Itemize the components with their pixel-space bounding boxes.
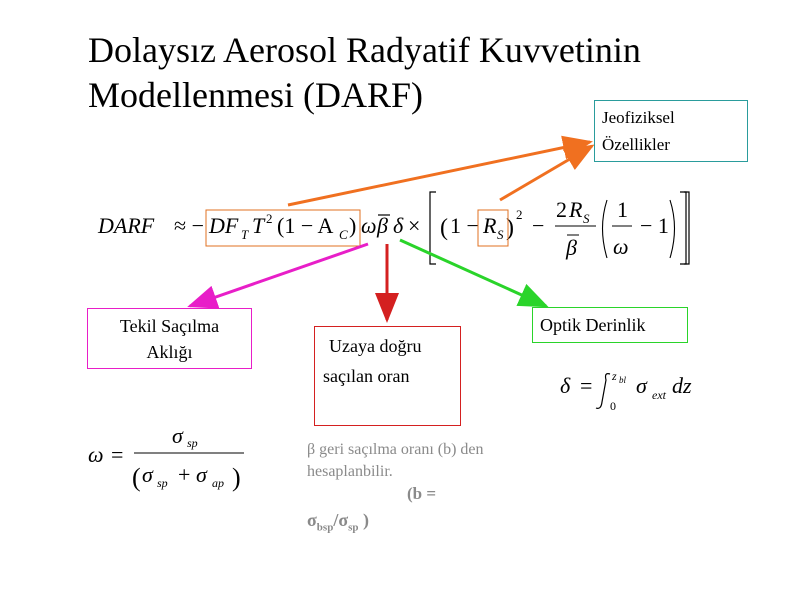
svg-text:−: − — [532, 213, 544, 238]
svg-text:bl: bl — [619, 375, 627, 385]
single-scattering-albedo-box: Tekil Saçılma Aklığı — [87, 308, 252, 369]
geo-line-1: Jeofiziksel — [602, 108, 675, 127]
title-line-1: Dolaysız Aerosol Radyatif Kuvvetinin — [88, 30, 641, 70]
svg-text:2: 2 — [516, 207, 523, 222]
albedo-equation: ω = σ sp ( σ sp + σ ap ) — [88, 423, 244, 492]
svg-text:0: 0 — [610, 399, 616, 413]
optical-depth-box: Optik Derinlik — [532, 307, 688, 343]
svg-text:sp: sp — [187, 436, 198, 450]
svg-text:2: 2 — [266, 211, 273, 226]
svg-text:+: + — [178, 462, 190, 487]
svg-text:σ: σ — [196, 462, 208, 487]
optical-depth-equation: δ = z bl 0 σ ext dz — [560, 369, 692, 413]
note-line-2: (b = — [407, 484, 437, 503]
svg-text:(: ( — [132, 463, 141, 492]
svg-text:S: S — [497, 227, 504, 242]
svg-text:): ) — [349, 213, 356, 238]
svg-text:1: 1 — [617, 197, 628, 222]
svg-text:): ) — [506, 215, 514, 241]
title-line-2: Modellenmesi (DARF) — [88, 75, 423, 115]
svg-text:z: z — [611, 369, 617, 383]
svg-text:(1 − A: (1 − A — [277, 213, 334, 238]
svg-text:2: 2 — [556, 197, 567, 222]
svg-text:σ: σ — [172, 423, 184, 448]
svg-text:dz: dz — [672, 373, 692, 398]
svg-text:ω: ω — [88, 442, 104, 467]
svg-text:(: ( — [440, 215, 448, 241]
svg-text:ext: ext — [652, 388, 667, 402]
term-dft: DF — [208, 213, 239, 238]
svg-text:δ: δ — [560, 373, 571, 398]
uzaya-line-2: saçılan oran — [323, 366, 410, 386]
slide-title: Dolaysız Aerosol Radyatif Kuvvetinin Mod… — [88, 28, 728, 118]
geophysical-terms-box — [205, 209, 361, 247]
svg-text:C: C — [339, 227, 348, 242]
geophysical-properties-box: Jeofiziksel Özellikler — [594, 100, 748, 162]
svg-text:R: R — [568, 197, 583, 222]
svg-text:β: β — [565, 235, 577, 260]
omega-symbol: ω — [361, 213, 377, 238]
tekil-line-1: Tekil Saçılma — [119, 316, 220, 336]
geo-line-2: Özellikler — [602, 135, 670, 154]
arrow-to-geophysical-2 — [499, 144, 595, 202]
beta-note: β geri saçılma oranı (b) den hesaplanbil… — [307, 439, 517, 539]
svg-text:− 1: − 1 — [640, 213, 669, 238]
svg-text:ap: ap — [212, 476, 224, 490]
note-sigma-ratio: σbsp/σsp ) — [307, 510, 370, 534]
uzaya-line-1: Uzaya doğru — [329, 336, 422, 356]
arrow-to-geophysical-1 — [287, 135, 593, 207]
svg-text:σ: σ — [142, 462, 154, 487]
svg-text:T: T — [241, 227, 249, 242]
svg-text:ω: ω — [613, 234, 629, 259]
svg-text:R: R — [482, 213, 497, 238]
darf-equation: DARF ≈ − DF T T 2 (1 − A C ) ω β δ × ( 1… — [97, 191, 690, 265]
surface-reflectance-box — [477, 209, 509, 247]
svg-text:=: = — [111, 442, 123, 467]
approx-sign: ≈ − — [174, 213, 204, 238]
svg-text:×: × — [408, 213, 420, 238]
svg-text:β: β — [376, 213, 388, 238]
svg-text:=: = — [580, 373, 592, 398]
svg-text:S: S — [583, 211, 590, 226]
optik-label: Optik Derinlik — [540, 315, 646, 335]
svg-text:): ) — [232, 463, 241, 492]
svg-text:1 −: 1 − — [450, 213, 479, 238]
delta-symbol: δ — [393, 213, 404, 238]
note-line-1: β geri saçılma oranı (b) den hesaplanbil… — [307, 441, 484, 480]
svg-text:T: T — [252, 213, 266, 238]
svg-text:σ: σ — [636, 373, 648, 398]
arrow-to-optical-depth — [399, 238, 549, 308]
arrow-to-albedo — [187, 242, 369, 309]
upscatter-fraction-box: Uzaya doğru saçılan oran — [314, 326, 461, 426]
tekil-line-2: Aklığı — [146, 342, 193, 362]
svg-text:sp: sp — [157, 476, 168, 490]
darf-label: DARF — [97, 213, 155, 238]
